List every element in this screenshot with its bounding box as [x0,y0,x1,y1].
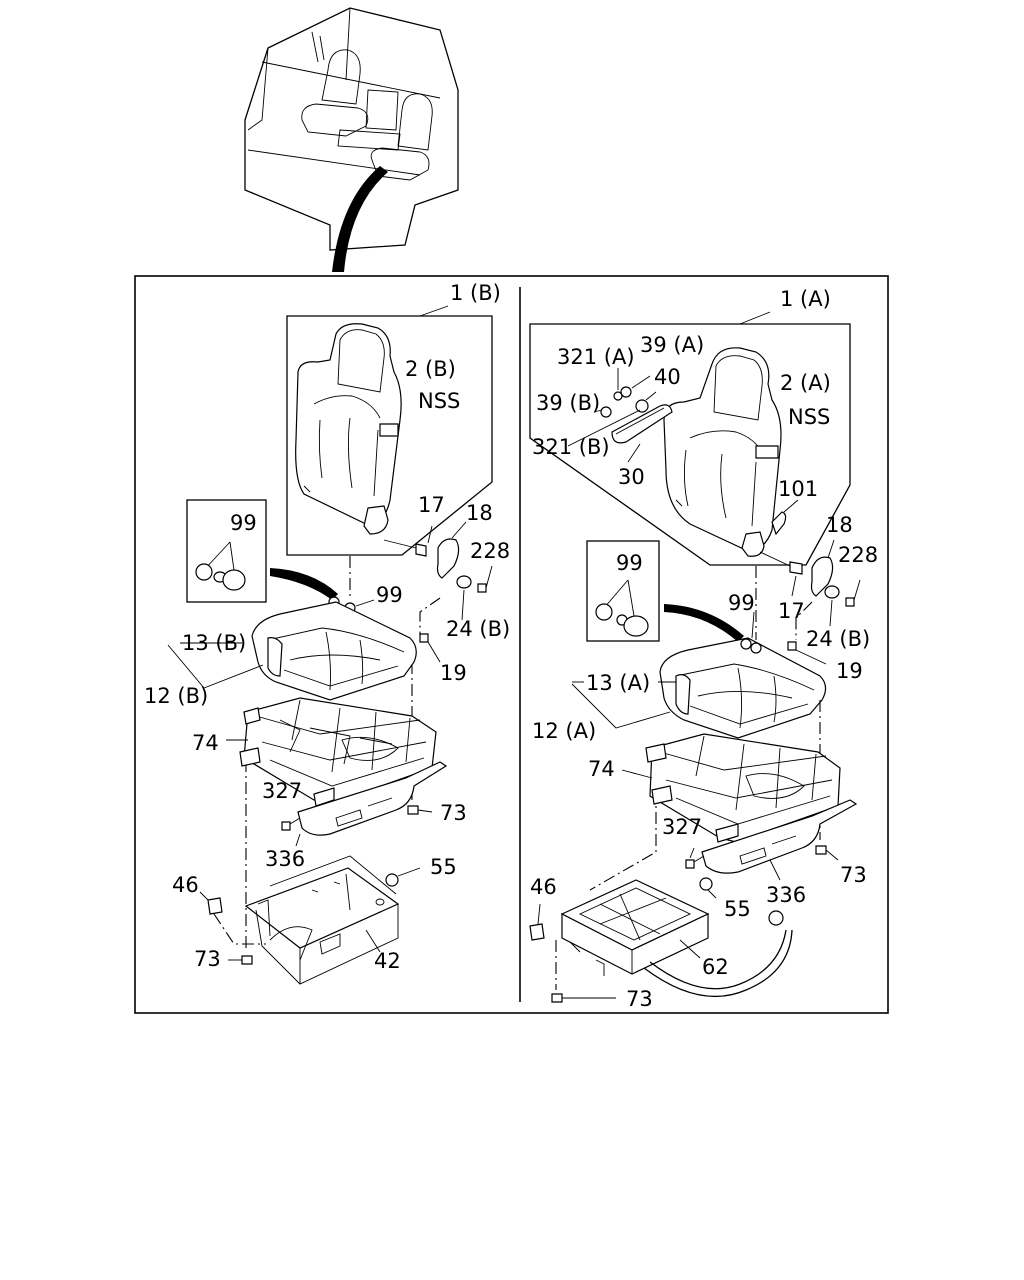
label-washer-39a-right: 39 (A) [640,333,704,357]
label-screw-19-right: 19 [836,659,863,683]
label-screw-228-left: 228 [470,539,510,563]
seat-adjuster-74-right [645,733,841,843]
label-bracket-42-left: 42 [374,949,401,973]
label-clip-99-detail-right: 99 [616,551,643,575]
label-bolt-73-lower-left: 73 [194,947,221,971]
label-cushion-assembly-right: 12 (A) [532,719,596,743]
label-clip-99-detail-left: 99 [230,511,257,535]
label-cover-336-left: 336 [265,847,305,871]
seat-adjuster-74-left [239,697,437,807]
armrest-30-right [611,404,673,444]
label-screw-19-left: 19 [440,661,467,685]
left-panel-labels: 1 (B) 2 (B) NSS 17 18 228 99 99 24 (B) 1… [144,281,510,973]
label-bolt-327-right: 327 [662,815,702,839]
label-nut-55-left: 55 [430,855,457,879]
label-bolt-46-left: 46 [172,873,199,897]
cover-18-right [810,556,834,597]
clip-101-right [771,511,787,536]
cab-overview-illustration [244,7,459,272]
seat-cushion-right [659,637,827,739]
left-seat-panel [167,305,493,985]
label-belt-bracket-right: 2 (A) [780,371,831,395]
label-seat-assembly-right: 1 (A) [780,287,831,311]
side-cover-336-right [701,799,858,874]
nut-55-left [385,873,399,887]
label-bolt-17-left: 17 [418,493,445,517]
cover-18-left [436,538,460,579]
label-clip-101-right: 101 [778,477,818,501]
bolt-17-right [759,551,803,597]
label-nss-right: NSS [788,405,830,429]
seat-back-right [663,347,782,557]
label-screw-228-right: 228 [838,543,878,567]
label-bolt-73-upper-right: 73 [840,863,867,887]
label-nut-55-right: 55 [724,897,751,921]
label-bolt-327-left: 327 [262,779,302,803]
label-washer-321a-right: 321 (A) [557,345,635,369]
label-armrest-30-right: 30 [618,465,645,489]
right-seat-panel [529,311,861,1003]
side-cover-336-left [297,761,448,836]
label-adjuster-74-left: 74 [192,731,219,755]
label-cushion-cover-left: 13 (B) [182,631,246,655]
label-cover-18-left: 18 [466,501,493,525]
right-panel-labels: 1 (A) 321 (A) 39 (A) 39 (B) 40 321 (B) 3… [530,287,878,1011]
label-bolt-17-right: 17 [778,599,805,623]
label-box-62-right: 62 [702,955,729,979]
label-cap-24-right: 24 (B) [806,627,870,651]
screw-19-left [419,633,429,643]
label-bolt-46-right: 46 [530,875,557,899]
label-washer-321b-right: 321 (B) [532,435,610,459]
bolt-46-left [207,897,223,915]
detail-frame [134,275,889,1014]
cap-24-left [456,575,472,589]
seat-bracket-42-left [244,855,400,985]
label-bolt-40-right: 40 [654,365,681,389]
label-bolt-73-upper-left: 73 [440,801,467,825]
label-adjuster-74-right: 74 [588,757,615,781]
screw-19-right [787,641,797,651]
clip-detail-box-right [586,540,660,642]
seat-cushion-left [251,601,417,701]
label-clip-99-left: 99 [376,583,403,607]
label-cushion-assembly-left: 12 (B) [144,684,208,708]
seat-back-left [295,323,402,535]
bolt-17-left [383,525,433,557]
wire-harness-right [649,929,787,990]
label-washer-39b-right: 39 (B) [536,391,600,415]
label-cap-24-left: 24 (B) [446,617,510,641]
label-clip-99-right: 99 [728,591,755,615]
label-nss-left: NSS [418,389,460,413]
clip-detail-box-left [186,499,267,603]
label-seat-assembly-left: 1 (B) [450,281,501,305]
label-cover-18-right: 18 [826,513,853,537]
storage-box-62-right [560,879,710,976]
label-belt-bracket-left: 2 (B) [405,357,456,381]
label-cover-336-right: 336 [766,883,806,907]
label-cushion-cover-right: 13 (A) [586,671,650,695]
label-bolt-73-lower-right: 73 [626,987,653,1011]
